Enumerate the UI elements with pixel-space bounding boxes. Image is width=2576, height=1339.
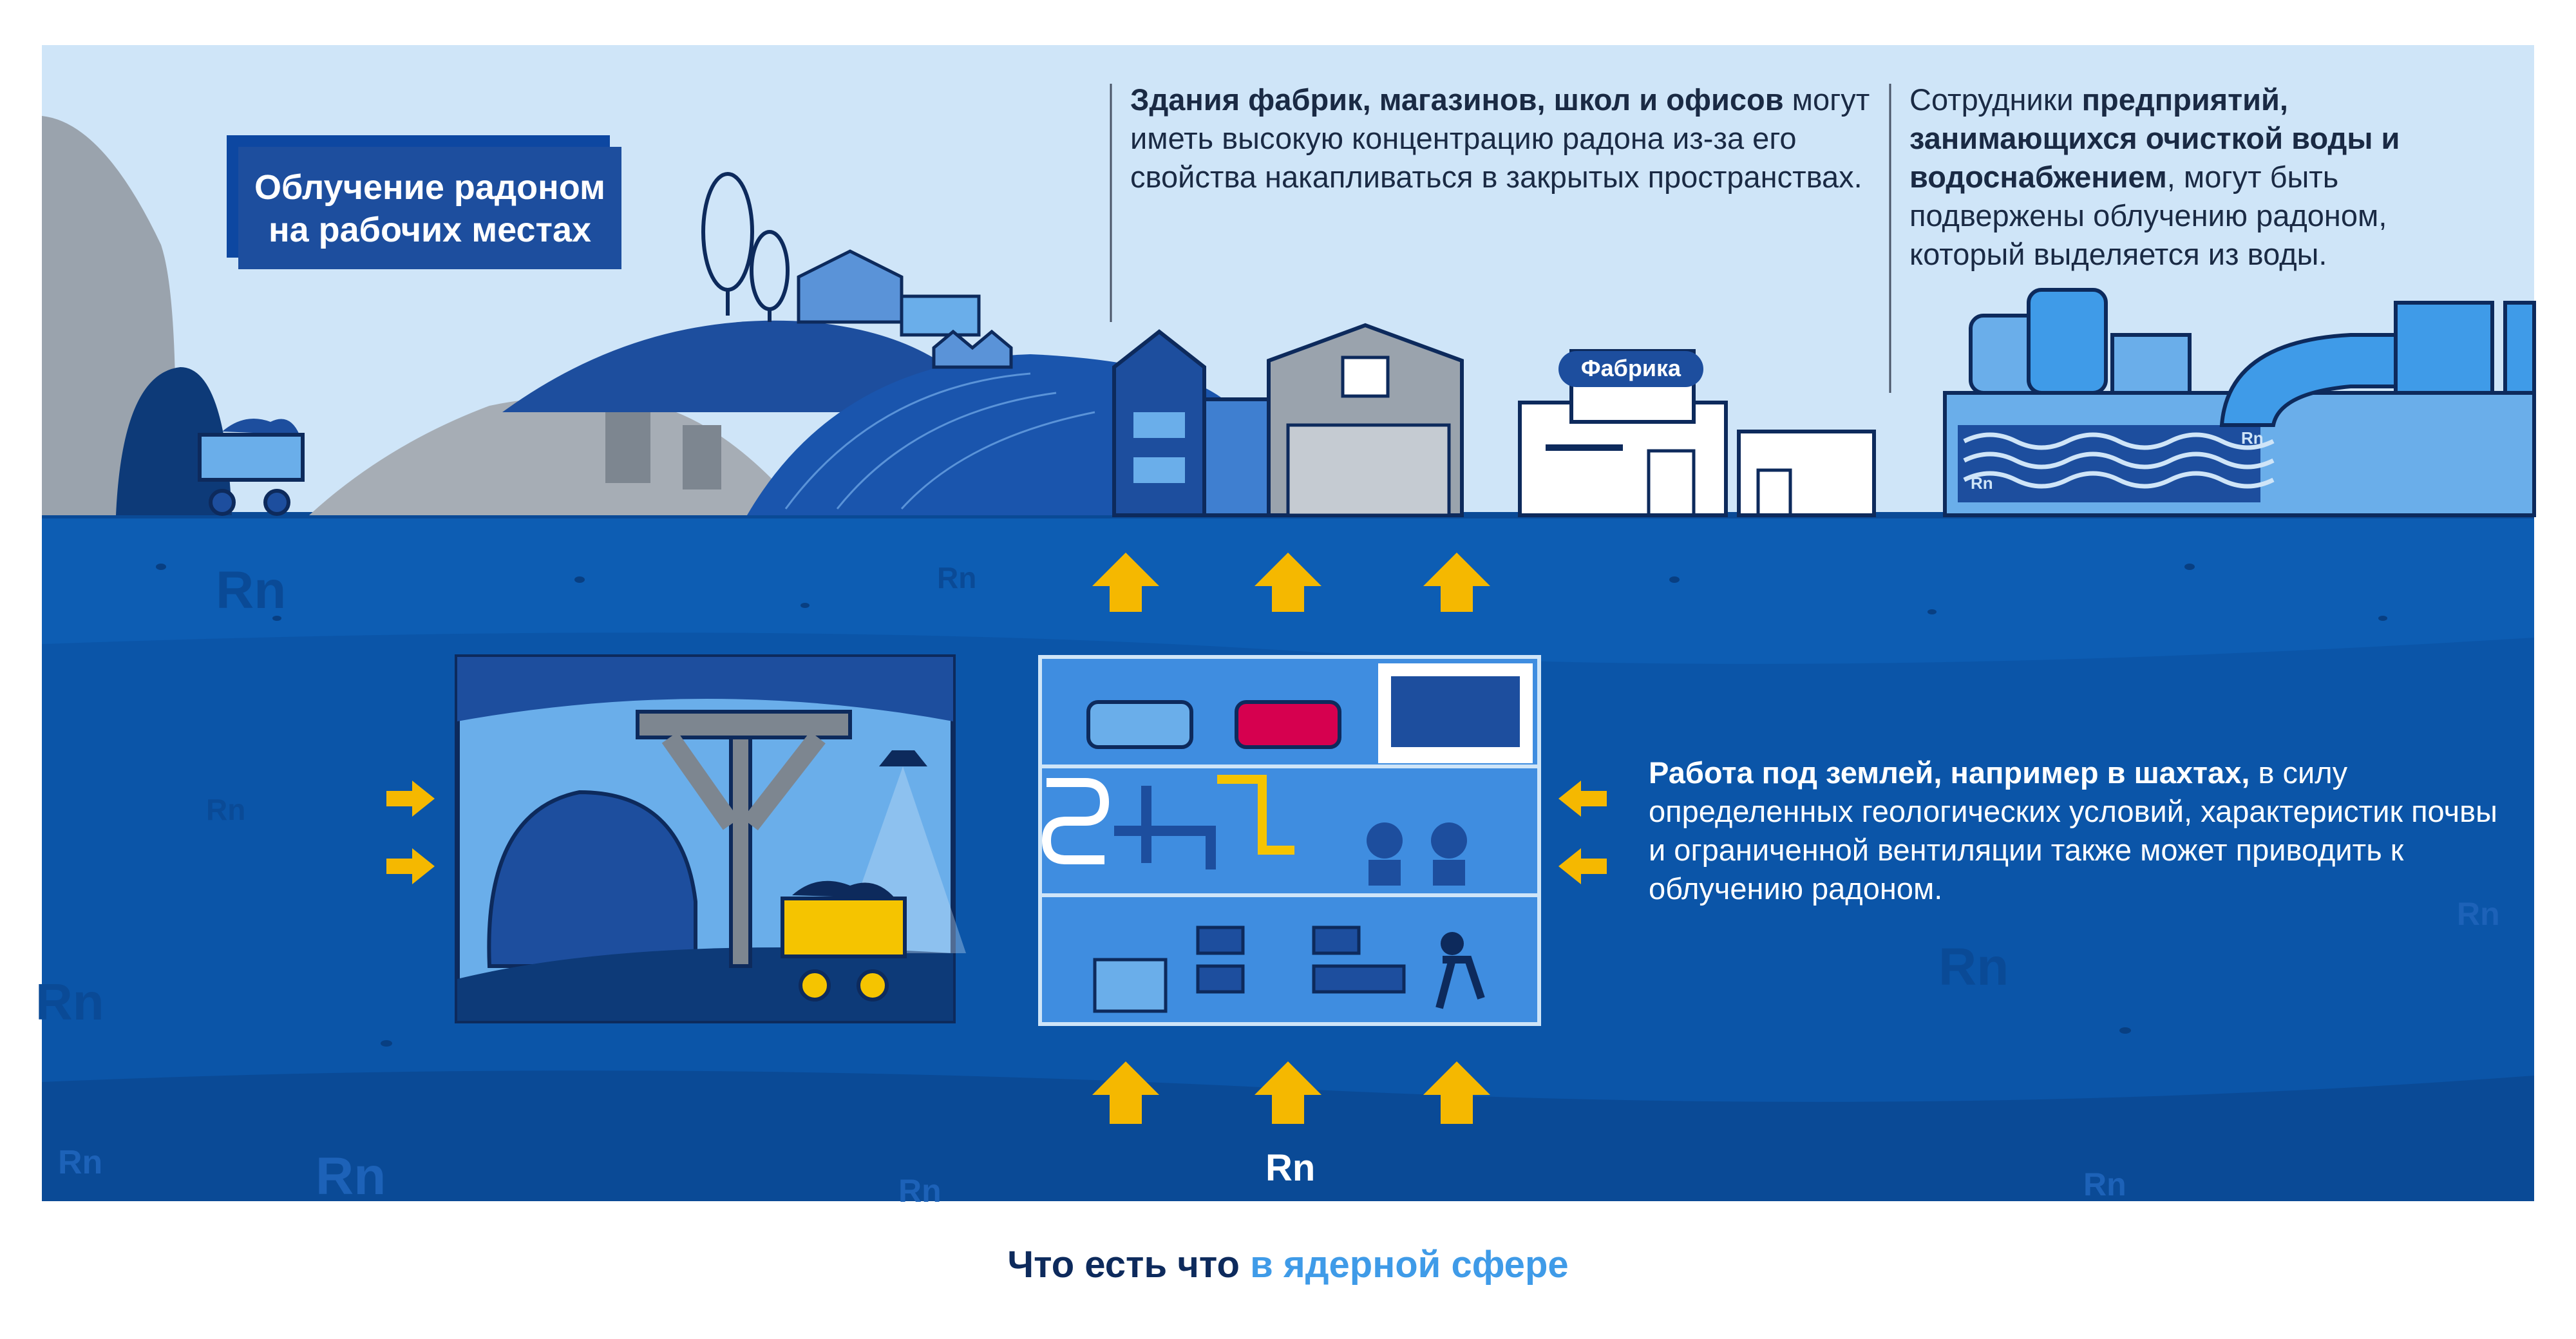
town-buildings — [1112, 323, 1464, 517]
arrow-up-1 — [1092, 553, 1159, 612]
hill-houses — [797, 249, 1013, 369]
rn-label: Rn — [316, 1147, 386, 1206]
rn-label: Rn — [1971, 473, 1993, 493]
trees — [701, 172, 790, 322]
arrow-right-1 — [386, 781, 435, 817]
water-caption-part2: , могут быть подвержены облучению радоно… — [1909, 160, 2387, 271]
footer: Что есть что в ядерной сфере — [0, 1243, 2576, 1286]
rn-label: Rn — [2241, 428, 2264, 448]
rn-label: Rn — [216, 561, 287, 620]
rn-label: Rn — [1938, 938, 2009, 996]
rn-label: Rn — [2083, 1166, 2126, 1202]
mine-cart-small — [198, 419, 305, 516]
rn-label: Rn — [206, 793, 246, 826]
arrow-up-3 — [1423, 553, 1490, 612]
factory-label: Фабрика — [1580, 355, 1681, 381]
arrow-up-5 — [1255, 1061, 1321, 1124]
mine-tunnel-panel — [455, 654, 966, 1023]
title-box: Облучение радоном на рабочих местах — [238, 147, 621, 269]
arrow-up-2 — [1255, 553, 1321, 612]
rn-label: Rn — [2457, 896, 2500, 932]
arrow-up-4 — [1092, 1061, 1159, 1124]
radon-arrows — [386, 553, 1607, 1124]
underground-caption-bold: Работа под землей, например в шахтах, — [1649, 755, 2250, 790]
rn-label: Rn — [58, 1144, 103, 1181]
hill-back — [502, 320, 992, 412]
water-caption-part1: Сотрудники — [1909, 82, 2082, 117]
buildings-caption-text: могут иметь высокую концентрацию радона … — [1130, 82, 1870, 194]
hill-front — [747, 354, 1224, 515]
rn-label: Rn — [937, 561, 977, 594]
rn-label: Rn — [1265, 1147, 1316, 1189]
water-plant — [1943, 288, 2536, 517]
buildings-caption-bold: Здания фабрик, магазинов, школ и офисов — [1130, 82, 1784, 117]
arrow-right-2 — [386, 848, 435, 884]
water-caption-bold: предприятий, занимающихся очисткой воды … — [1909, 82, 2400, 194]
underground-caption: Работа под землей, например в шахтах, в … — [1649, 754, 2499, 908]
buildings-caption: Здания фабрик, магазинов, школ и офисов … — [1130, 81, 1871, 196]
underground-building-panel — [1038, 655, 1541, 1026]
arrow-left-2 — [1558, 848, 1607, 884]
arrow-up-6 — [1423, 1061, 1490, 1124]
factory-sign — [1558, 351, 1703, 387]
grey-hill — [309, 397, 805, 515]
water-caption: Сотрудники предприятий, занимающихся очи… — [1909, 81, 2489, 274]
arrow-left-1 — [1558, 781, 1607, 817]
underground-caption-text: в силу определенных геологических услови… — [1649, 755, 2497, 906]
rn-label: Rn — [35, 973, 104, 1030]
footer-accent: в ядерной сфере — [1250, 1244, 1569, 1286]
footer-text: Что есть что — [1007, 1244, 1251, 1286]
title: Облучение радоном на рабочих местах — [254, 168, 605, 249]
rn-label: Rn — [898, 1173, 942, 1209]
